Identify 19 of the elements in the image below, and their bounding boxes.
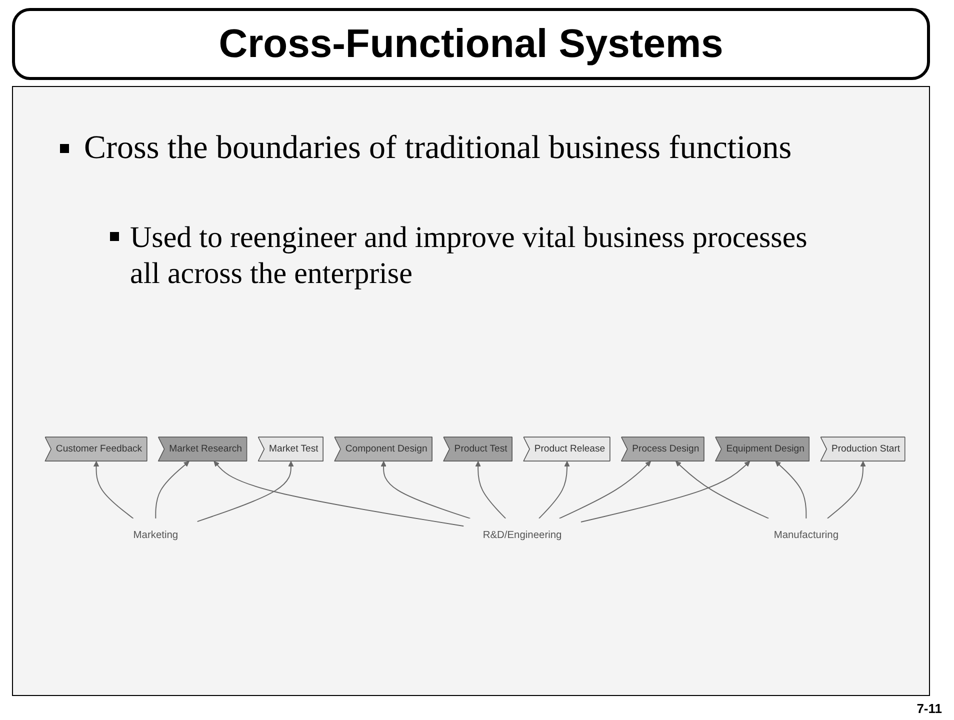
page-number: 7-11	[916, 701, 942, 716]
sub-bullet-text: Used to reengineer and improve vital business processes all across the enterprise	[130, 220, 808, 292]
arrow	[775, 461, 807, 519]
arrow	[380, 461, 471, 519]
node-text: R&D/Engineering	[482, 530, 562, 541]
node-text: Manufacturing	[774, 530, 838, 541]
node-text: Marketing	[133, 530, 178, 541]
slide-title: Cross-Functional Systems	[12, 8, 930, 80]
arrow	[580, 461, 750, 522]
arrow	[676, 461, 770, 519]
arrow	[155, 461, 190, 519]
arrow	[538, 461, 570, 519]
arrow	[93, 461, 134, 519]
bullet-text: Cross the boundaries of traditional business functions	[84, 129, 793, 168]
arrow	[196, 461, 294, 522]
arrow	[475, 461, 506, 519]
arrow	[214, 461, 464, 527]
arrow	[558, 461, 652, 519]
arrow	[826, 461, 866, 519]
